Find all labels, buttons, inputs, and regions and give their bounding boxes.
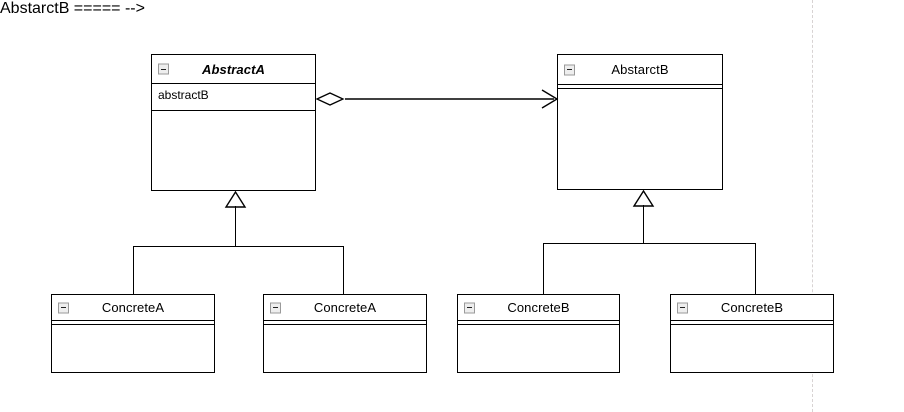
operations-compartment-concrete-a-1 <box>52 325 214 370</box>
generalization-drop-concrete-a-2 <box>343 246 344 295</box>
generalization-stem-abstract-b <box>643 205 644 244</box>
generalization-drop-concrete-a-1 <box>133 246 134 295</box>
class-name-concrete-b-1: ConcreteB <box>507 300 570 315</box>
class-box-concrete-a-2[interactable]: ConcreteA <box>263 294 427 373</box>
operations-compartment-concrete-b-1 <box>458 325 619 370</box>
page-break-guide <box>812 0 813 412</box>
attributes-compartment-concrete-a-1 <box>52 321 214 325</box>
class-header-concrete-a-2: ConcreteA <box>264 295 426 321</box>
attributes-compartment-concrete-a-2 <box>264 321 426 325</box>
class-name-concrete-a-1: ConcreteA <box>101 300 165 315</box>
minus-icon[interactable] <box>464 302 475 313</box>
generalization-stem-abstract-a <box>235 206 236 247</box>
class-header-concrete-a-1: ConcreteA <box>52 295 214 321</box>
operations-compartment-concrete-b-2 <box>671 325 833 370</box>
attributes-compartment-abstract-a: abstractB <box>152 84 315 111</box>
operations-compartment-concrete-a-2 <box>264 325 426 370</box>
class-box-concrete-a-1[interactable]: ConcreteA <box>51 294 215 373</box>
class-box-concrete-b-2[interactable]: ConcreteB <box>670 294 834 373</box>
class-name-concrete-a-2: ConcreteA <box>313 300 377 315</box>
attributes-compartment-abstract-b <box>558 85 722 89</box>
attribute-abstractb: abstractB <box>158 88 209 102</box>
aggregation-edge-a-to-b[interactable] <box>314 88 560 110</box>
minus-icon[interactable] <box>677 302 688 313</box>
class-header-abstract-a: AbstractA <box>152 55 315 84</box>
operations-compartment-abstract-b <box>558 89 722 187</box>
class-name-abstract-b: AbstarctB <box>611 62 669 77</box>
class-header-concrete-b-2: ConcreteB <box>671 295 833 321</box>
minus-icon[interactable] <box>270 302 281 313</box>
class-name-abstract-a: AbstractA <box>201 61 266 77</box>
generalization-drop-concrete-b-2 <box>755 243 756 295</box>
class-name-concrete-b-2: ConcreteB <box>720 300 784 315</box>
class-box-abstract-a[interactable]: AbstractA abstractB <box>151 54 316 191</box>
minus-icon[interactable] <box>58 302 69 313</box>
attributes-compartment-concrete-b-2 <box>671 321 833 325</box>
class-box-concrete-b-1[interactable]: ConcreteB <box>457 294 620 373</box>
minus-icon[interactable] <box>158 63 169 75</box>
attributes-compartment-concrete-b-1 <box>458 321 619 325</box>
generalization-bus-abstract-b <box>543 243 756 244</box>
operations-compartment-abstract-a <box>152 111 315 189</box>
minus-icon[interactable] <box>564 64 575 75</box>
generalization-drop-concrete-b-1 <box>543 243 544 295</box>
class-header-abstract-b: AbstarctB <box>558 55 722 85</box>
generalization-bus-abstract-a <box>133 246 344 247</box>
class-header-concrete-b-1: ConcreteB <box>458 295 619 321</box>
class-box-abstract-b[interactable]: AbstarctB <box>557 54 723 190</box>
